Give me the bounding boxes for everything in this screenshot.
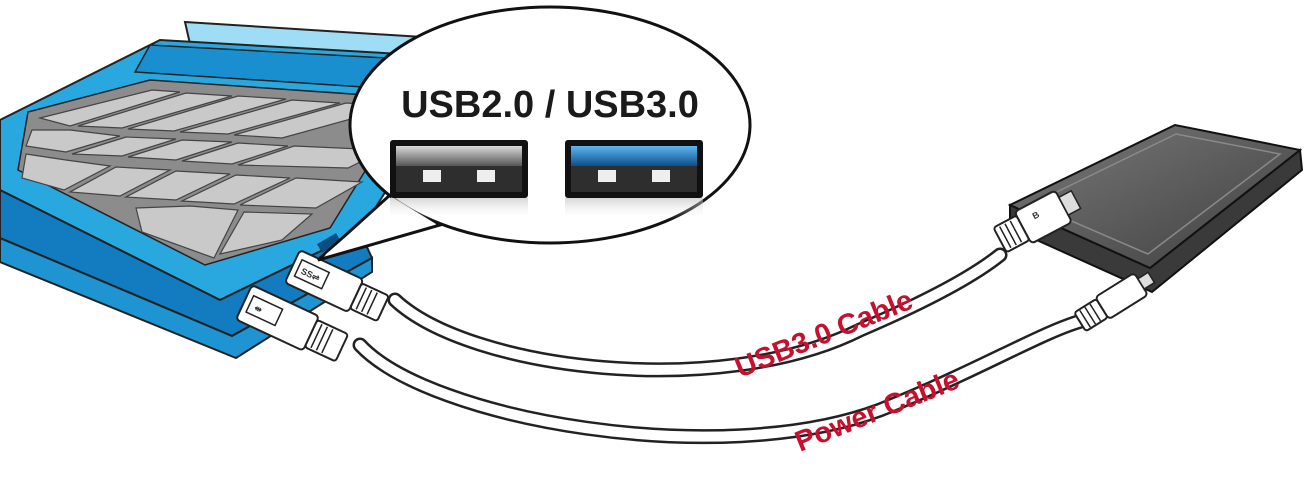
port-callout: USB2.0 / USB3.0 (316, 5, 752, 262)
drive-top (1007, 123, 1303, 270)
usb3-micro-b-plug: B (993, 189, 1082, 253)
laptop-side-port (316, 233, 342, 253)
usb-trident-icon: ⇹ (253, 303, 264, 315)
callout-title: USB2.0 / USB3.0 (401, 84, 699, 126)
power-dc-plug (1074, 271, 1156, 332)
usb3-port (565, 140, 703, 220)
device-port-label: B (1031, 209, 1042, 221)
usb3-cable-label: USB3.0 Cable (731, 284, 918, 384)
usb3-plug-a: SS⇌ (285, 250, 389, 322)
laptop-keyboard (17, 79, 412, 266)
usb2-plug-a: ⇹ (236, 285, 349, 362)
usb2-port (390, 140, 528, 220)
power-cable-label: Power Cable (791, 364, 964, 459)
cables (352, 247, 1093, 445)
